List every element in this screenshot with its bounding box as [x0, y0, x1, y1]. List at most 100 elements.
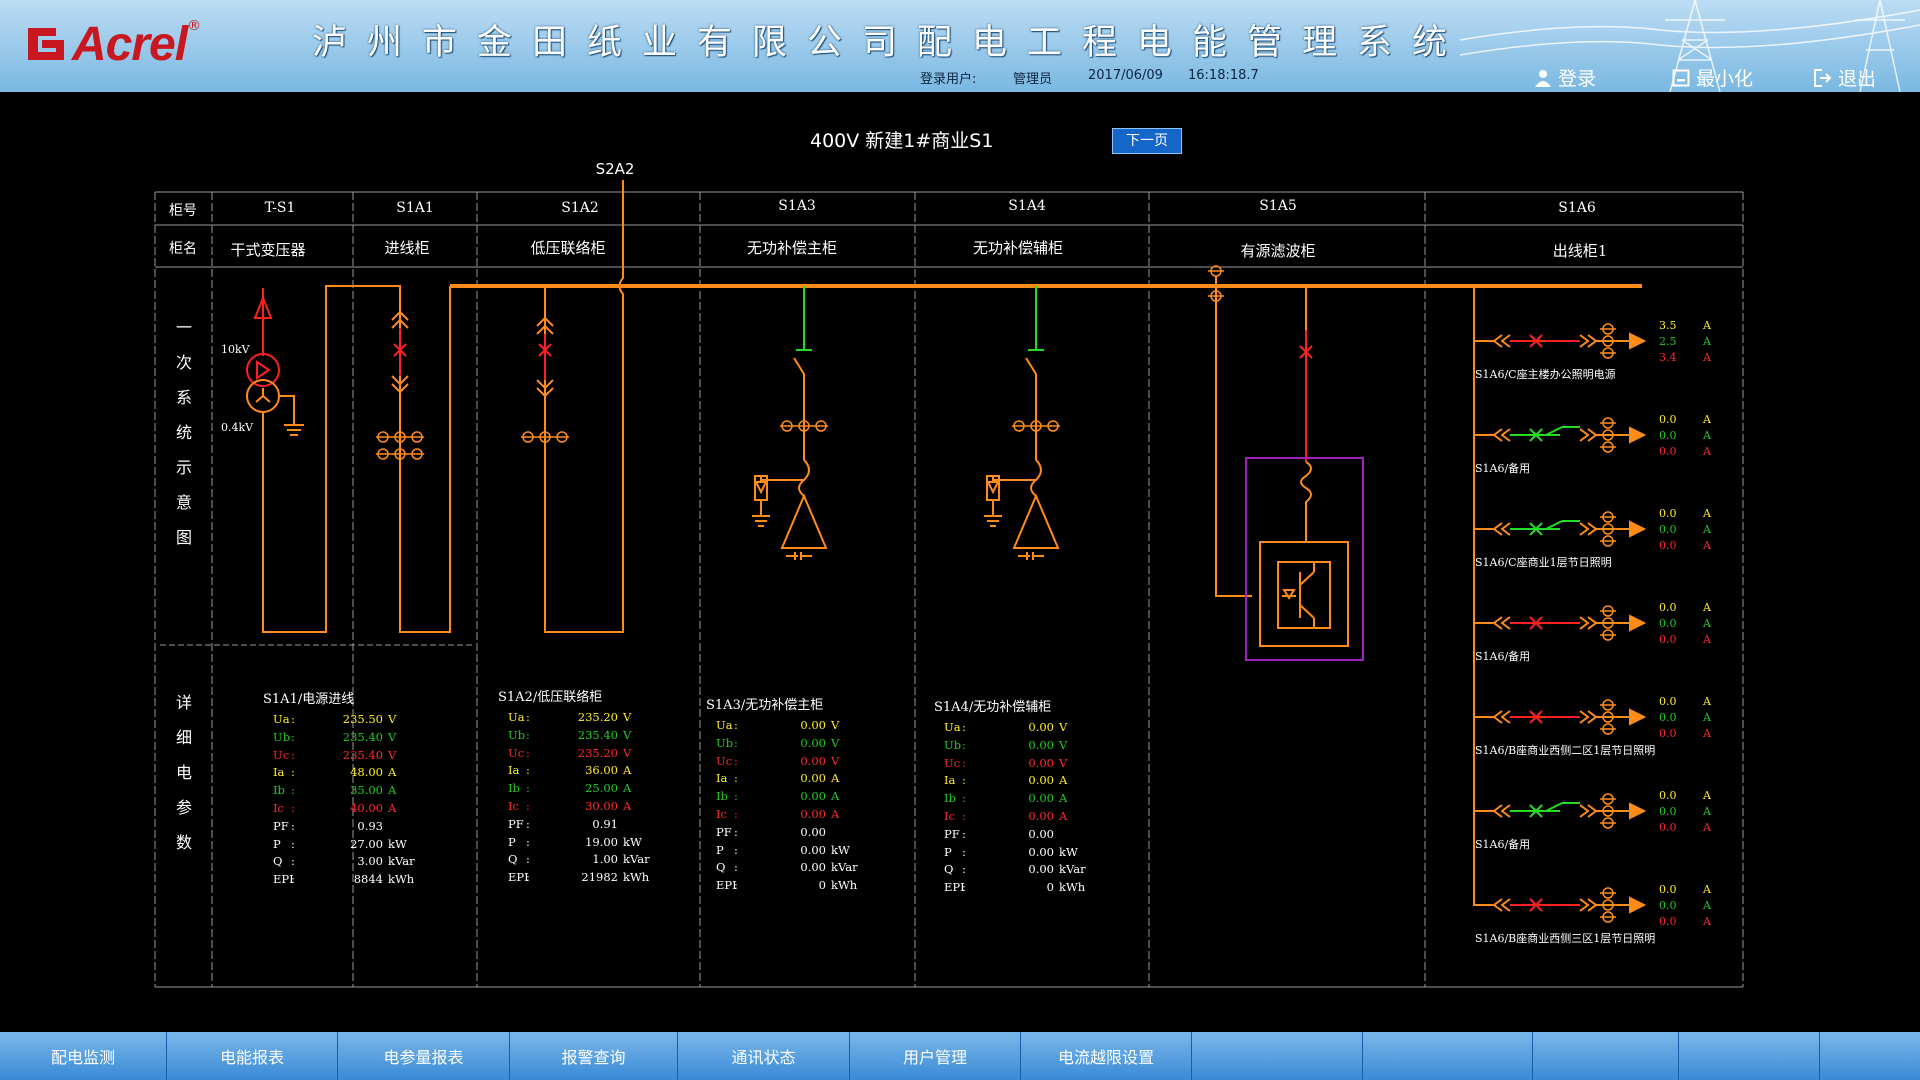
logo-registered-mark: ®	[187, 18, 202, 34]
nav-item-10[interactable]	[1679, 1032, 1820, 1080]
minimize-icon	[1672, 69, 1690, 86]
param-key: PF	[273, 818, 289, 833]
nav-item-1[interactable]: 电能报表	[167, 1032, 338, 1080]
param-colon: :	[962, 880, 966, 895]
feeder-current-unit: A	[1703, 633, 1711, 646]
param-value: 235.20	[577, 710, 618, 724]
param-value: 3.00	[357, 854, 383, 869]
feeder-label: S1A6/备用	[1475, 650, 1531, 663]
param-unit: kW	[1059, 844, 1078, 859]
param-value: 0.00	[800, 735, 826, 750]
feeder-4	[1474, 699, 1647, 735]
feeder-current-ia: 0.0	[1659, 507, 1677, 520]
param-unit: A	[623, 763, 632, 778]
param-value: 0.00	[1028, 791, 1054, 806]
param-key: Ub	[508, 727, 526, 742]
param-colon: :	[526, 799, 530, 813]
user-icon	[1535, 69, 1551, 87]
transformer-symbol	[246, 285, 451, 633]
cabinet-id-5: S1A5	[1259, 198, 1297, 214]
cabinet-id-0: T-S1	[264, 200, 296, 216]
param-value: 0.00	[800, 860, 826, 875]
param-value: 21982	[581, 870, 618, 885]
nav-item-9[interactable]	[1533, 1032, 1679, 1080]
param-unit: V	[388, 747, 397, 762]
nav-item-8[interactable]	[1363, 1032, 1533, 1080]
feeder-1	[1474, 417, 1647, 453]
exit-button[interactable]: 退出	[1814, 64, 1876, 91]
param-colon: :	[734, 824, 738, 839]
next-page-button[interactable]: 下一页	[1112, 128, 1182, 154]
feeder-current-ic: 0.0	[1659, 445, 1677, 458]
nav-item-3[interactable]: 报警查询	[510, 1032, 678, 1080]
param-unit: kW	[623, 834, 642, 849]
param-unit: V	[1059, 720, 1068, 734]
power-pylon-decoration-icon	[1460, 0, 1920, 92]
param-value: 36.00	[585, 763, 618, 778]
feeder-current-unit: A	[1703, 523, 1711, 536]
param-unit: V	[388, 712, 397, 726]
param-unit: A	[831, 789, 840, 804]
param-key: Q	[508, 852, 518, 867]
feeder-current-unit: A	[1703, 539, 1711, 552]
login-button[interactable]: 登录	[1534, 64, 1596, 91]
param-colon: :	[962, 862, 966, 877]
nav-item-4[interactable]: 通讯状态	[678, 1032, 850, 1080]
param-unit: A	[1059, 773, 1068, 788]
current-date: 2017/06/09	[1088, 68, 1163, 83]
param-unit: kWh	[623, 870, 650, 885]
param-key: Q	[716, 860, 726, 875]
param-value: 1.00	[592, 852, 618, 867]
param-unit: V	[831, 753, 840, 768]
param-value: 27.00	[350, 836, 383, 851]
feeder-6	[1474, 887, 1647, 923]
param-colon: :	[734, 718, 738, 732]
nav-item-0[interactable]: 配电监测	[0, 1032, 167, 1080]
active-filter	[1208, 265, 1364, 661]
feeder-current-ia: 0.0	[1659, 695, 1677, 708]
param-key: Ib	[508, 781, 520, 796]
param-value: 235.40	[342, 729, 383, 744]
feeder-current-ia: 0.0	[1659, 601, 1677, 614]
param-colon: :	[291, 872, 295, 887]
param-value: 0.00	[1028, 773, 1054, 788]
nav-item-5[interactable]: 用户管理	[850, 1032, 1021, 1080]
param-colon: :	[962, 720, 966, 734]
transformer-hv-label: 10kV	[221, 343, 250, 356]
feeder-label: S1A6/C座主楼办公照明电源	[1475, 368, 1616, 381]
param-colon: :	[526, 710, 530, 724]
logo-text: Acrel	[72, 17, 188, 71]
param-colon: :	[734, 753, 738, 768]
param-colon: :	[734, 735, 738, 750]
param-value: 19.00	[585, 834, 618, 849]
nav-item-6[interactable]: 电流越限设置	[1021, 1032, 1192, 1080]
param-colon: :	[962, 826, 966, 841]
param-colon: :	[291, 783, 295, 798]
param-value: 0.00	[1028, 755, 1054, 770]
feeder-current-unit: A	[1703, 445, 1711, 458]
param-colon: :	[291, 818, 295, 833]
param-colon: :	[291, 836, 295, 851]
feeder-3	[1474, 605, 1647, 641]
nav-item-2[interactable]: 电参量报表	[338, 1032, 510, 1080]
feeder-label: S1A6/备用	[1475, 462, 1531, 475]
nav-item-7[interactable]	[1192, 1032, 1363, 1080]
feeder-current-unit: A	[1703, 805, 1711, 818]
param-block-title: S1A3/无功补偿主柜	[706, 698, 824, 713]
param-value: 235.50	[342, 712, 383, 726]
param-colon: :	[526, 781, 530, 796]
param-colon: :	[962, 809, 966, 823]
minimize-button[interactable]: 最小化	[1672, 64, 1753, 91]
param-row: PF:0.91	[508, 817, 658, 833]
login-button-label: 登录	[1558, 68, 1597, 90]
